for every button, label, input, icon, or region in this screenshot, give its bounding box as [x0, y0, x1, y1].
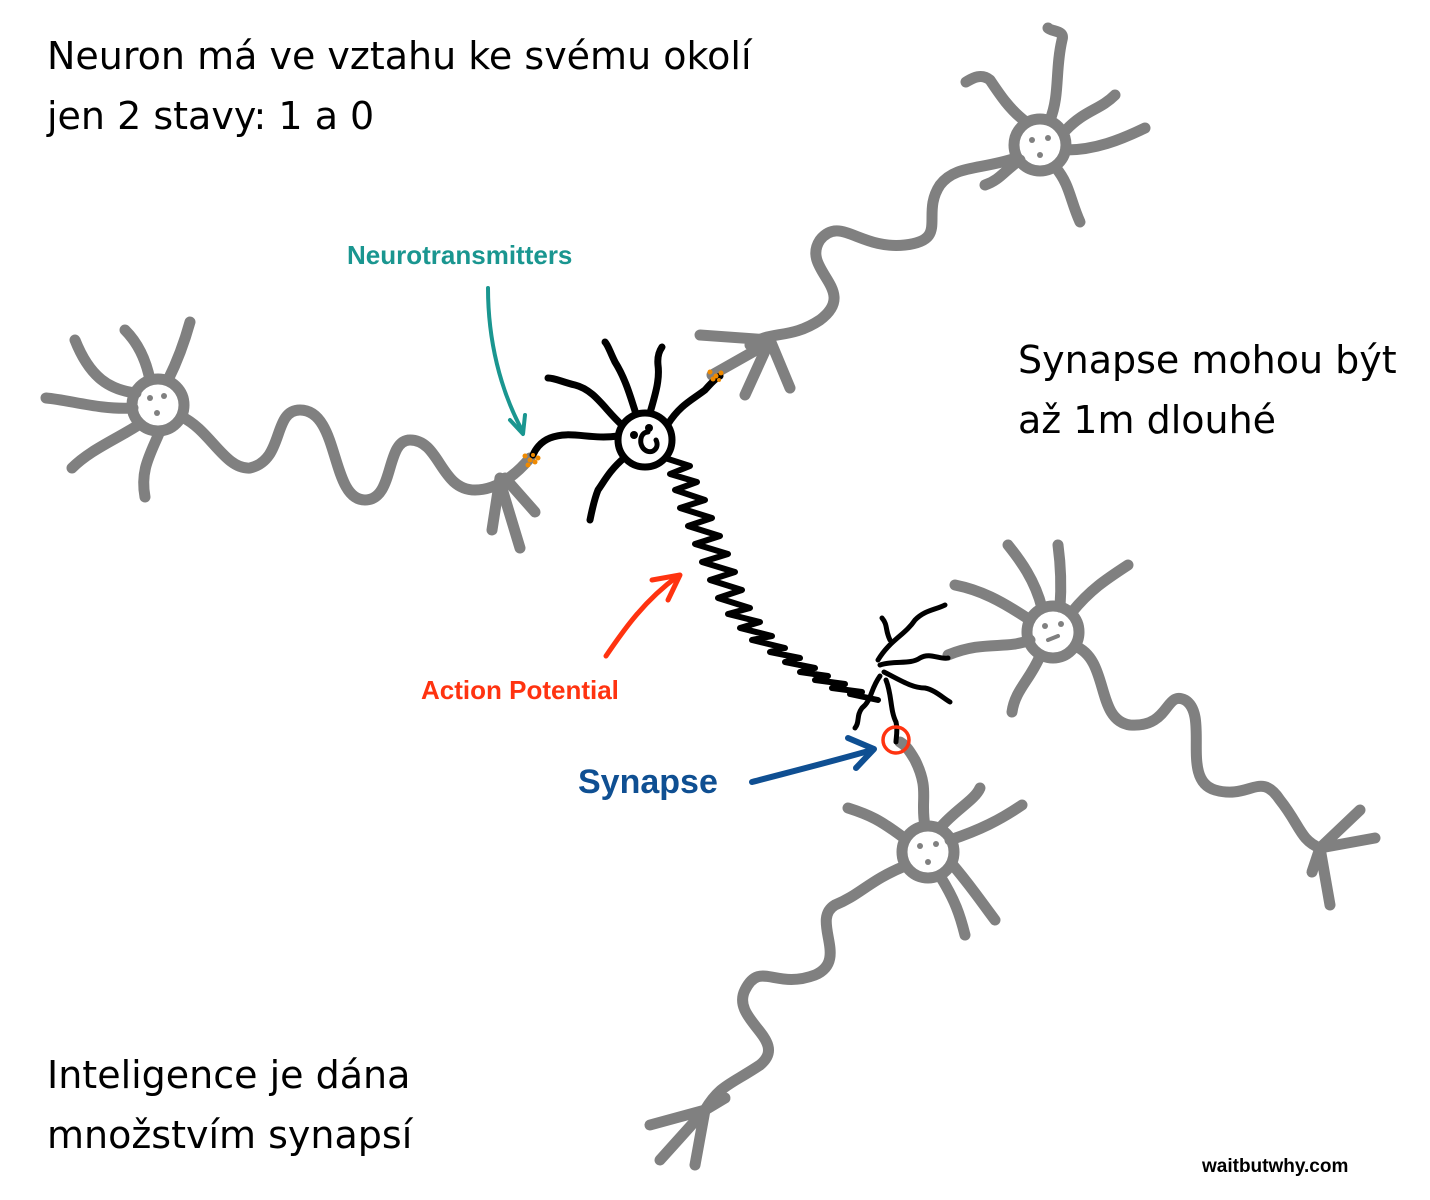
- neurotransmitter-dots: [522, 369, 724, 468]
- neuron-mouth: [1046, 634, 1060, 642]
- dendrite: [162, 316, 196, 386]
- axon-terminal: [494, 476, 526, 554]
- neuron-eye: [630, 431, 638, 439]
- neuron-eye: [1042, 623, 1048, 629]
- neighbor-neuron-top-right: [694, 22, 1151, 401]
- dendrite: [586, 454, 628, 524]
- dendrite: [601, 338, 640, 418]
- neuron-eye: [1029, 137, 1035, 143]
- dendrite: [894, 736, 931, 832]
- axon-terminal-branch: [881, 669, 953, 705]
- dendrite: [1050, 162, 1086, 228]
- axon-terminal: [1306, 842, 1326, 878]
- synapse-arrowhead: [845, 735, 877, 771]
- action-potential-arrow: [603, 573, 681, 659]
- axon-terminal: [499, 472, 541, 518]
- action-potential-arrowhead: [649, 572, 683, 603]
- dendrite: [664, 372, 724, 428]
- source-credit: waitbutwhy.com: [1202, 1156, 1349, 1177]
- neuron-body: [896, 820, 960, 884]
- neurotransmitters-arrowhead: [508, 413, 527, 436]
- axon: [744, 152, 1022, 351]
- neighbor-neuron-bottom: [644, 736, 1028, 1171]
- note-intelligence: Inteligence je dána množstvím synapsí: [47, 1045, 412, 1165]
- synapse-label: Synapse: [578, 763, 718, 801]
- dendrite: [934, 782, 986, 834]
- neuron-eye: [645, 424, 653, 432]
- dendrite: [1060, 89, 1121, 136]
- dendrite: [119, 324, 156, 386]
- dendrite: [69, 334, 142, 399]
- dendrite: [646, 343, 666, 417]
- axon-terminal: [1314, 832, 1381, 854]
- axon: [1069, 640, 1326, 854]
- axon-terminal: [764, 334, 796, 394]
- neuron-eye: [933, 841, 939, 847]
- dendrite: [66, 418, 146, 474]
- neurotransmitters-arrow: [486, 286, 525, 434]
- axon-terminal: [654, 1104, 711, 1166]
- axon: [176, 404, 536, 506]
- dendrite: [1002, 539, 1048, 614]
- axon-terminal: [739, 334, 776, 401]
- note-binary-states: Neuron má ve vztahu ke svému okolí jen 2…: [47, 26, 752, 146]
- dendrite: [40, 392, 139, 414]
- note-synapse-length: Synapse mohou být až 1m dlouhé: [1018, 330, 1397, 450]
- dendrite: [1006, 650, 1046, 718]
- dendrite: [842, 802, 910, 844]
- main-neuron: [529, 338, 953, 745]
- neighbor-neuron-right: [942, 539, 1381, 911]
- neighbor-neuron-left: [40, 316, 541, 554]
- note-line: Neuron má ve vztahu ke svému okolí: [47, 34, 752, 78]
- axon-terminal-branch: [875, 602, 948, 663]
- neuron-eye: [1058, 621, 1064, 627]
- axon-terminal: [706, 339, 771, 381]
- synapse-marker: [881, 725, 911, 755]
- neuron-eye: [917, 843, 923, 849]
- dendrite: [934, 870, 971, 941]
- dendrite: [138, 425, 166, 503]
- dendrite: [529, 431, 622, 459]
- neuron-eye: [925, 859, 931, 865]
- neuron-eye: [1037, 152, 1043, 158]
- dendrite: [946, 858, 1001, 926]
- note-line: jen 2 stavy: 1 a 0: [47, 94, 375, 138]
- dendrite: [1066, 559, 1134, 618]
- note-line: Synapse mohou být: [1018, 338, 1397, 382]
- synapse-arrow: [749, 747, 875, 785]
- axon-terminal: [689, 1104, 711, 1171]
- dendrite: [944, 799, 1028, 846]
- axon-terminal-branch: [879, 615, 893, 643]
- neuron-eye: [161, 393, 167, 399]
- dendrite: [942, 634, 1036, 661]
- axon: [699, 860, 911, 1116]
- axon-terminal: [694, 329, 776, 346]
- note-line: až 1m dlouhé: [1018, 398, 1277, 442]
- axon-terminal-branch: [877, 653, 951, 668]
- dendrite: [1042, 22, 1068, 126]
- axon-terminal-branch: [883, 677, 900, 745]
- neuron-face: [638, 429, 660, 455]
- axon-myelin: [662, 455, 881, 703]
- dendrite: [1052, 539, 1067, 613]
- neuron-eye: [154, 410, 160, 416]
- neuron-eye: [1045, 135, 1051, 141]
- action-potential-label: Action Potential: [421, 675, 619, 705]
- axon-terminal: [699, 1092, 731, 1116]
- dendrite: [949, 579, 1036, 626]
- dendrite: [1060, 122, 1151, 156]
- neurotransmitters-label: Neurotransmitters: [347, 240, 573, 270]
- note-line: množstvím synapsí: [47, 1113, 413, 1157]
- axon-terminal-branch: [852, 673, 883, 731]
- neuron-eye: [147, 395, 153, 401]
- dendrite: [544, 374, 626, 429]
- neuron-body: [1021, 600, 1085, 664]
- note-line: Inteligence je dána: [47, 1053, 411, 1097]
- neuron-body: [614, 409, 676, 471]
- dendrite: [960, 71, 1032, 128]
